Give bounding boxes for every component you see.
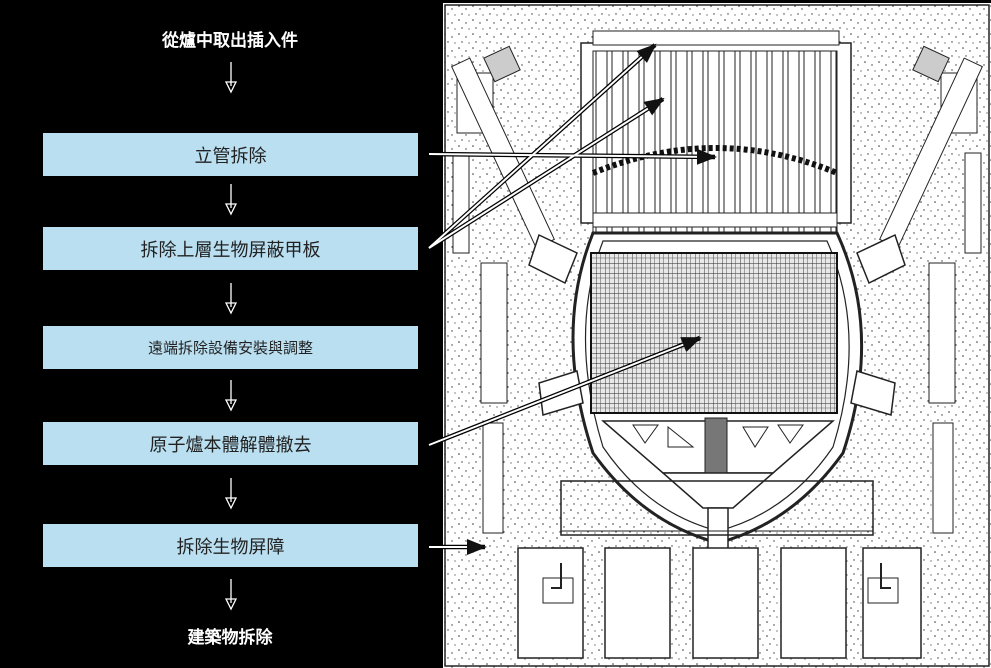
- flow-start-label: 從爐中取出插入件: [162, 31, 298, 51]
- flow-step-2: 拆除上層生物屏蔽甲板: [43, 227, 418, 270]
- flow-step-5: 拆除生物屏障: [43, 524, 418, 567]
- down-arrow-1: [224, 62, 238, 94]
- flow-step-5-label: 拆除生物屏障: [176, 536, 285, 558]
- flow-step-2-label: 拆除上層生物屏蔽甲板: [140, 239, 321, 261]
- down-arrow-3: [224, 283, 238, 315]
- flow-step-1-label: 立管拆除: [194, 145, 267, 167]
- flow-step-1: 立管拆除: [43, 133, 418, 176]
- flow-end-label: 建築物拆除: [187, 628, 273, 648]
- flow-step-3: 遠端拆除設備安裝與調整: [43, 326, 418, 369]
- down-arrow-2: [224, 184, 238, 216]
- down-arrow-4: [224, 380, 238, 412]
- flow-step-3-label: 遠端拆除設備安裝與調整: [147, 339, 313, 357]
- reactor-cross-section-illustration: [443, 3, 991, 668]
- flow-step-4-label: 原子爐本體解體撤去: [149, 434, 312, 456]
- flow-step-4: 原子爐本體解體撤去: [43, 422, 418, 465]
- down-arrow-5: [224, 478, 238, 510]
- down-arrow-6: [224, 579, 238, 611]
